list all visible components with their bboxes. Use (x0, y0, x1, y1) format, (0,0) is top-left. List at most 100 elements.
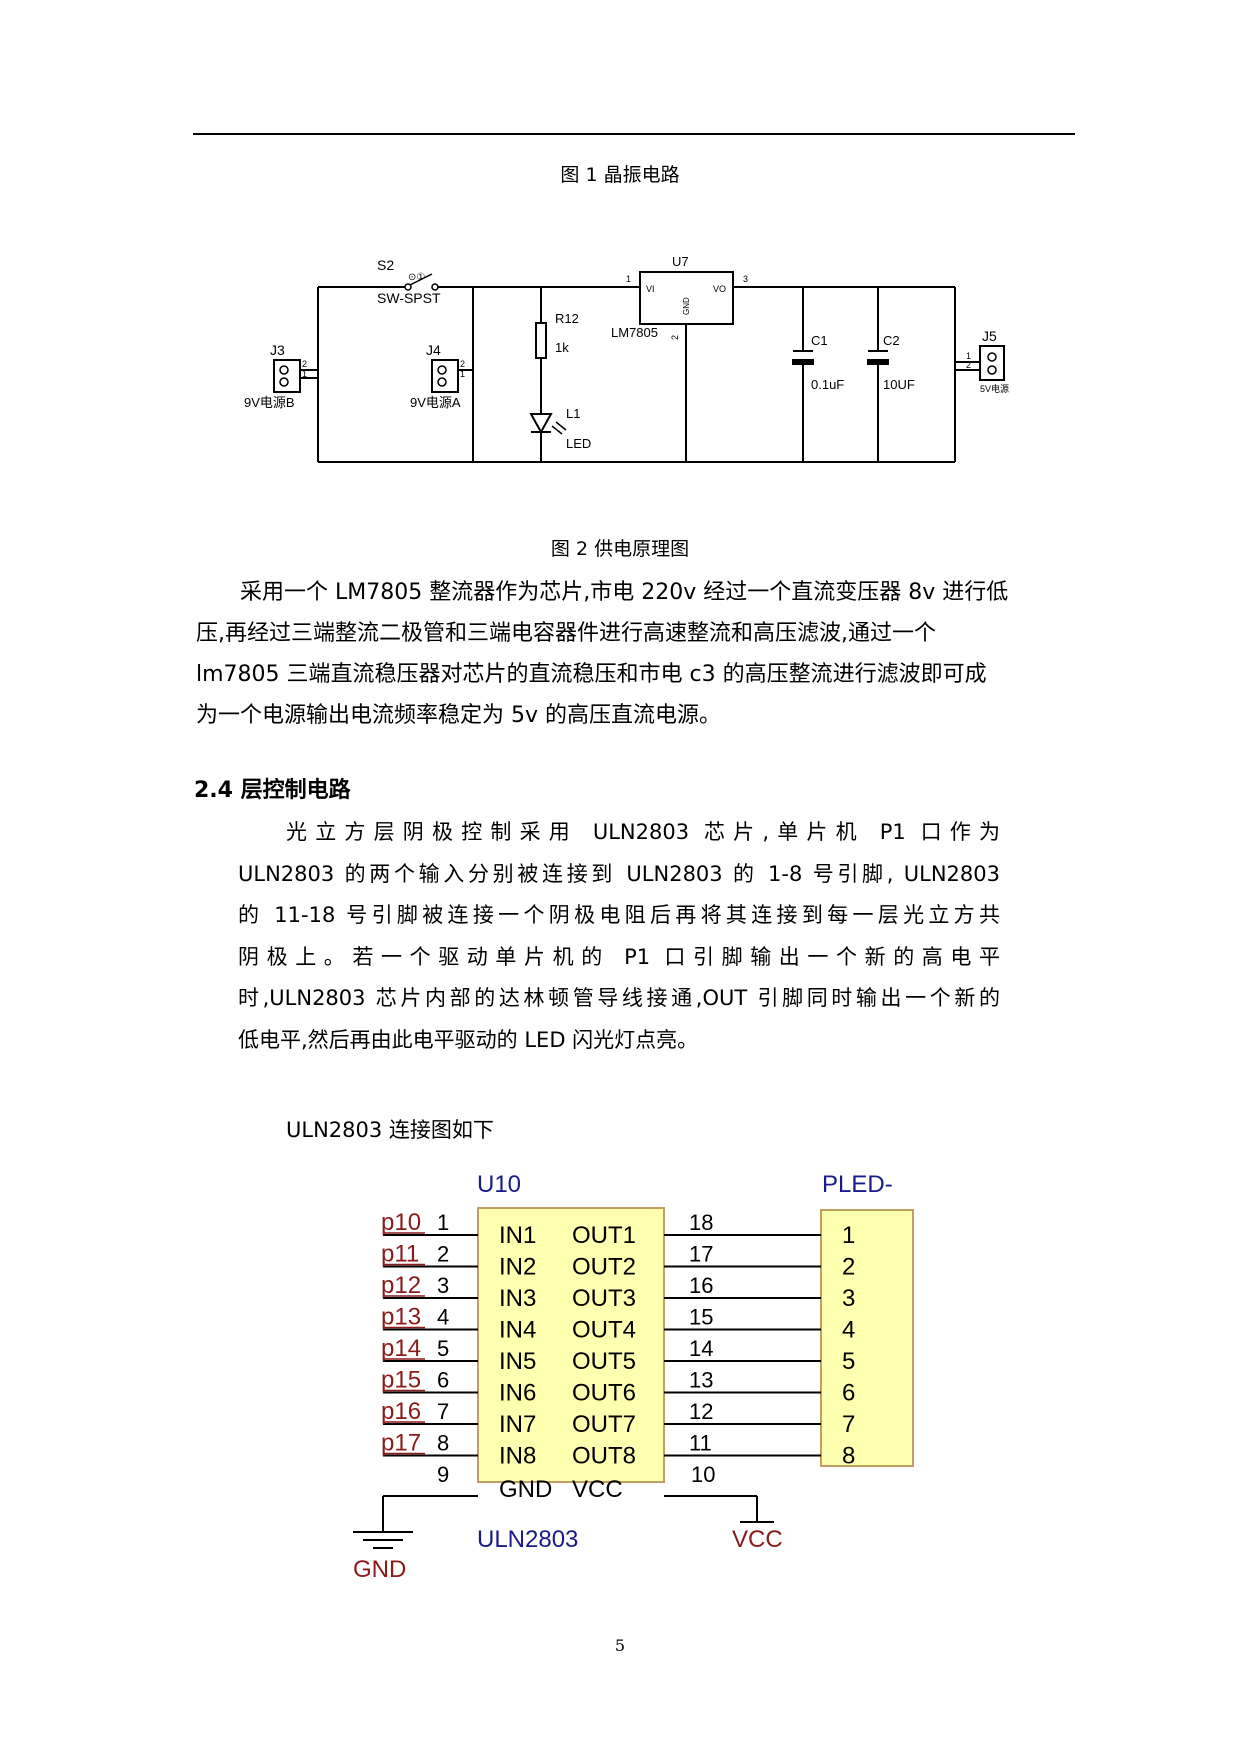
connector-pin-label: 5 (842, 1348, 855, 1375)
pin-name: IN3 (499, 1285, 536, 1312)
pin-name: OUT3 (572, 1285, 636, 1312)
section-heading: 2.4 层控制电路 (194, 778, 351, 803)
svg-text:VO: VO (713, 284, 726, 294)
connector-pin-label: 7 (842, 1411, 855, 1438)
svg-text:S2: S2 (377, 257, 394, 273)
pin-label: 17 (689, 1242, 713, 1267)
svg-text:1: 1 (302, 369, 307, 379)
vcc-label: VCC (732, 1526, 783, 1553)
svg-text:2: 2 (670, 335, 680, 340)
figure-2-caption: 图 2 供电原理图 (550, 538, 690, 560)
svg-text:GND: GND (682, 297, 691, 315)
pin-name: GND (499, 1476, 552, 1503)
pin-name: OUT1 (572, 1222, 636, 1249)
pin-label: 7 (437, 1399, 449, 1424)
net-label: p17 (381, 1430, 421, 1457)
connector-pin-label: 1 (842, 1222, 855, 1249)
pin-label: 11 (689, 1431, 712, 1456)
svg-text:J3: J3 (270, 342, 285, 358)
pin-label: 1 (437, 1210, 449, 1235)
paragraph-line: lm7805 三端直流稳压器对芯片的直流稳压和市电 c3 的高压整流进行滤波即可… (196, 662, 987, 687)
switch-s2: S2 ⊙① SW-SPST (377, 257, 441, 306)
pin-label: 6 (437, 1368, 449, 1393)
pin-name: OUT6 (572, 1380, 636, 1407)
pin-name: OUT2 (572, 1254, 636, 1281)
capacitor-c1: C1 0.1uF (811, 333, 844, 392)
pin-label: 18 (689, 1210, 713, 1235)
svg-text:⊙①: ⊙① (408, 272, 425, 283)
svg-text:9V电源B: 9V电源B (244, 395, 295, 410)
connector-pin-label: 4 (842, 1317, 855, 1344)
svg-text:LED: LED (566, 436, 591, 451)
pin-name: IN7 (499, 1411, 536, 1438)
svg-text:5V电源: 5V电源 (980, 383, 1009, 394)
power-supply-schematic: S2 ⊙① SW-SPST J3 2 1 9V电源B J4 2 1 9V电源A … (244, 254, 1009, 463)
net-label: p15 (381, 1367, 421, 1394)
paragraph-line: 为一个电源输出电流频率稳定为 5v 的高压直流电源。 (196, 703, 722, 728)
chip-ref-label: U10 (477, 1171, 521, 1198)
pin-label: 14 (689, 1336, 713, 1361)
pin-label: 3 (437, 1273, 449, 1298)
svg-text:1k: 1k (555, 340, 569, 355)
resistor-r12: R12 1k (555, 311, 579, 355)
paragraph-line: 阴极上。若一个驱动单片机的 P1 口引脚输出一个新的高电平 (238, 944, 1000, 969)
svg-text:9V电源A: 9V电源A (410, 395, 461, 410)
header-rule (193, 133, 1075, 135)
pin-name: OUT7 (572, 1411, 636, 1438)
chip-part-label: ULN2803 (477, 1526, 578, 1553)
pin-name: IN1 (499, 1222, 536, 1249)
net-label: p14 (381, 1335, 421, 1362)
pin-label: 8 (437, 1431, 449, 1456)
net-label: p16 (381, 1398, 421, 1425)
svg-text:J5: J5 (982, 328, 997, 344)
page-number: 5 (614, 1636, 626, 1655)
paragraph-line: 时,ULN2803 芯片内部的达林顿管导线接通,OUT 引脚同时输出一个新的 (238, 986, 1000, 1010)
pin-label: 9 (437, 1462, 449, 1487)
paragraph-layer-control: 光立方层阴极控制采用 ULN2803 芯片,单片机 P1 口作为 ULN2803… (238, 812, 1000, 1061)
svg-text:1: 1 (626, 274, 631, 284)
svg-text:C2: C2 (883, 333, 900, 348)
svg-text:3: 3 (743, 274, 748, 284)
led-l1: L1 LED (551, 406, 591, 451)
capacitor-c2: C2 10UF (883, 333, 915, 392)
paragraph-line: 的 11-18 号引脚被连接一个阴极电阻后再将其连接到每一层光立方共 (238, 903, 1000, 927)
paragraph-line: 低电平,然后再由此电平驱动的 LED 闪光灯点亮。 (238, 1027, 699, 1052)
svg-text:J4: J4 (426, 342, 441, 358)
net-label: p12 (381, 1272, 421, 1299)
pin-name: IN8 (499, 1443, 536, 1470)
connector-pin-label: 3 (842, 1285, 855, 1312)
pin-name: OUT4 (572, 1317, 636, 1344)
pin-label: 5 (437, 1336, 449, 1361)
net-label: p11 (381, 1241, 419, 1268)
paragraph-uln-intro: ULN2803 连接图如下 (286, 1118, 494, 1142)
pin-label: 15 (689, 1305, 713, 1330)
pin-name: IN2 (499, 1254, 536, 1281)
pin-label: 13 (689, 1368, 713, 1393)
pin-name: OUT5 (572, 1348, 636, 1375)
svg-text:L1: L1 (566, 406, 580, 421)
pin-label: 10 (691, 1462, 715, 1487)
paragraph-line: 压,再经过三端整流二极管和三端电容器件进行高速整流和高压滤波,通过一个 (196, 621, 936, 646)
net-label: p10 (381, 1209, 421, 1236)
svg-text:U7: U7 (672, 254, 689, 269)
pin-name: OUT8 (572, 1443, 636, 1470)
paragraph-line: ULN2803 的两个输入分别被连接到 ULN2803 的 1-8 号引脚, U… (238, 861, 1000, 886)
gnd-label: GND (353, 1556, 406, 1583)
svg-text:2: 2 (460, 359, 465, 369)
connector-pin-label: 6 (842, 1380, 855, 1407)
svg-text:1: 1 (460, 369, 465, 379)
svg-text:0.1uF: 0.1uF (811, 377, 844, 392)
svg-text:C1: C1 (811, 333, 828, 348)
svg-text:10UF: 10UF (883, 377, 915, 392)
figure-1-caption: 图 1 晶振电路 (560, 164, 680, 186)
connector-body (820, 1209, 914, 1467)
svg-text:VI: VI (646, 284, 655, 294)
connector-j4: J4 2 1 9V电源A (410, 342, 465, 410)
connector-j5: J5 1 2 5V电源 (966, 328, 1009, 394)
pin-label: 4 (437, 1305, 449, 1330)
connector-pin-label: 8 (842, 1443, 855, 1470)
connector-pin-label: 2 (842, 1254, 855, 1281)
paragraph-line: 光立方层阴极控制采用 ULN2803 芯片,单片机 P1 口作为 (286, 820, 1000, 844)
regulator-u7: U7 1 3 VI VO GND 2 LM7805 (611, 254, 748, 340)
connector-label: PLED- (822, 1171, 893, 1198)
